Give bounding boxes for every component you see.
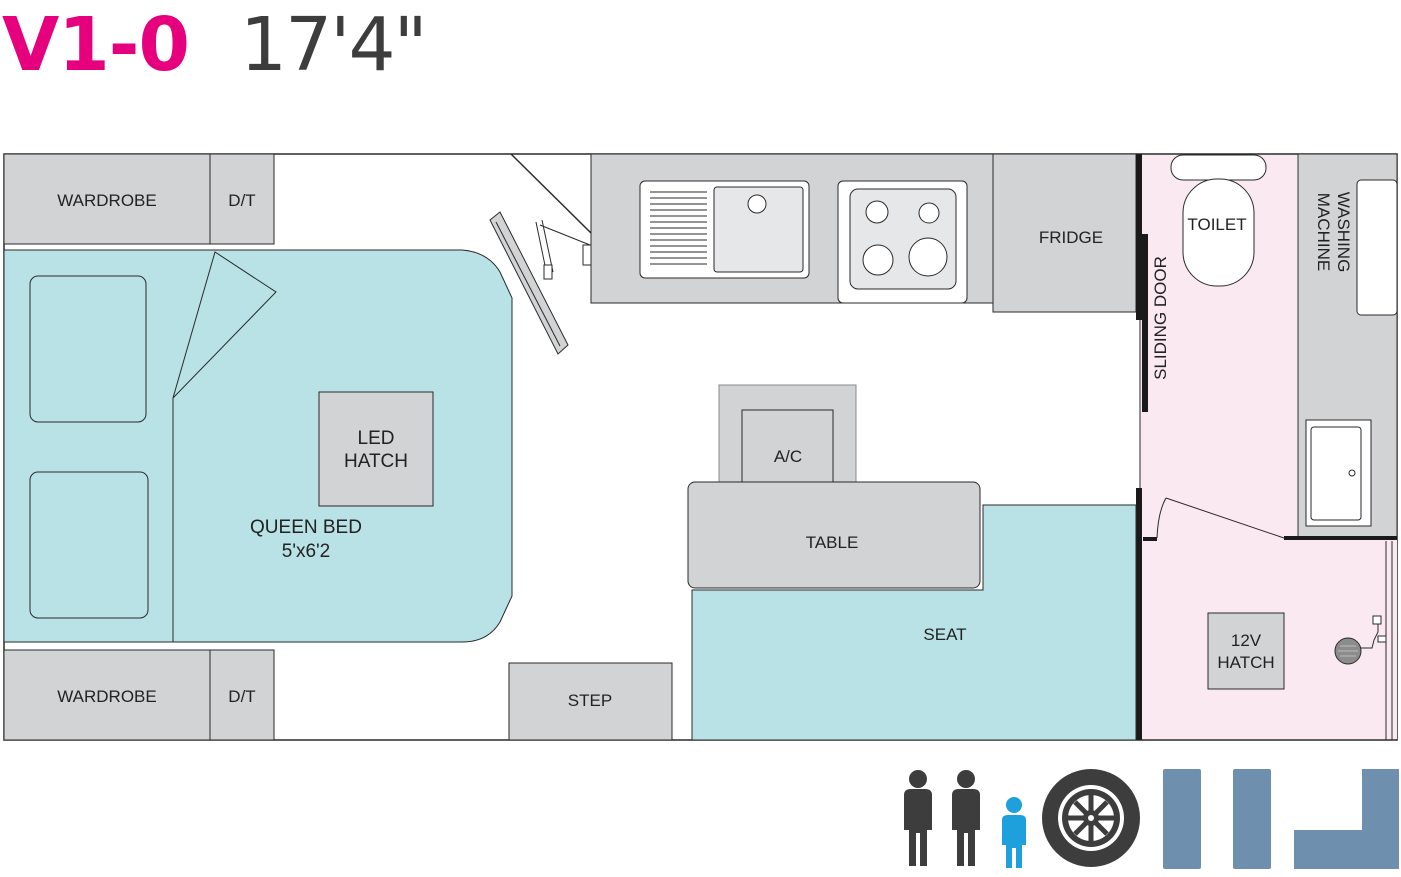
- washing-label-2: MACHINE: [1314, 193, 1333, 271]
- wardrobe-bottom-label: WARDROBE: [57, 687, 157, 706]
- child-icon: [1002, 797, 1026, 868]
- table: [687, 481, 981, 589]
- queen-bed-size: 5'x6'2: [282, 541, 330, 562]
- entry-door-icon: [489, 211, 592, 355]
- hatch-12v-label-1: 12V: [1231, 631, 1262, 650]
- ensuite-door-icon: [1156, 497, 1285, 539]
- led-hatch-label-2: HATCH: [344, 451, 408, 472]
- ensuite-wall-bottom: [1136, 488, 1142, 740]
- hatch-12v-label-2: HATCH: [1217, 653, 1274, 672]
- wardrobe-bottom: [3, 649, 211, 741]
- dt-bottom-label: D/T: [228, 687, 255, 706]
- cooktop-icon: [837, 180, 968, 304]
- ensuite-divider-right: [1284, 536, 1397, 540]
- ensuite-wall-top: [1136, 154, 1142, 320]
- queen-bed-label: QUEEN BED: [250, 517, 362, 538]
- model-length: 17'4": [240, 2, 428, 88]
- l-lounge-icon: [1294, 769, 1399, 869]
- fridge: [992, 153, 1137, 313]
- seat-label: SEAT: [923, 625, 966, 644]
- washing-machine-door: [1356, 179, 1398, 316]
- bed-fold: [172, 251, 277, 399]
- pillow-bottom: [29, 471, 149, 619]
- step: [508, 662, 673, 741]
- led-hatch-label-1: LED: [358, 428, 395, 449]
- dt-bottom: [209, 649, 275, 741]
- washing-label-1: WASHING: [1334, 192, 1353, 273]
- shower-head-icon: [1334, 615, 1387, 665]
- model-name: V1-0: [2, 2, 190, 88]
- fridge-label: FRIDGE: [1039, 228, 1103, 247]
- wardrobe-top: [3, 153, 211, 245]
- ensuite-divider-left: [1143, 537, 1157, 541]
- adult-icon: [904, 770, 932, 866]
- toilet-label: TOILET: [1187, 215, 1246, 234]
- hatch-12v: [1207, 612, 1285, 690]
- basin-icon: [1305, 419, 1372, 527]
- pillow-top: [29, 275, 147, 423]
- single-beds-icon: [1163, 769, 1201, 869]
- sliding-door: [1142, 234, 1148, 412]
- offroad-tyre-icon: [1042, 769, 1140, 867]
- led-hatch: [318, 391, 434, 507]
- toilet-icon: [1170, 154, 1267, 287]
- dt-top-label: D/T: [228, 191, 255, 210]
- dt-top: [209, 153, 275, 245]
- table-label: TABLE: [806, 533, 859, 552]
- seat: [691, 504, 1137, 741]
- adult-icon: [952, 770, 980, 866]
- sliding-door-label: SLIDING DOOR: [1151, 256, 1170, 380]
- door-wall: [510, 153, 592, 234]
- single-beds-icon: [1233, 769, 1271, 869]
- sink-icon: [639, 180, 810, 279]
- wardrobe-top-label: WARDROBE: [57, 191, 157, 210]
- step-label: STEP: [568, 691, 612, 710]
- ac-inner: [741, 409, 834, 490]
- ac-label: A/C: [774, 447, 802, 466]
